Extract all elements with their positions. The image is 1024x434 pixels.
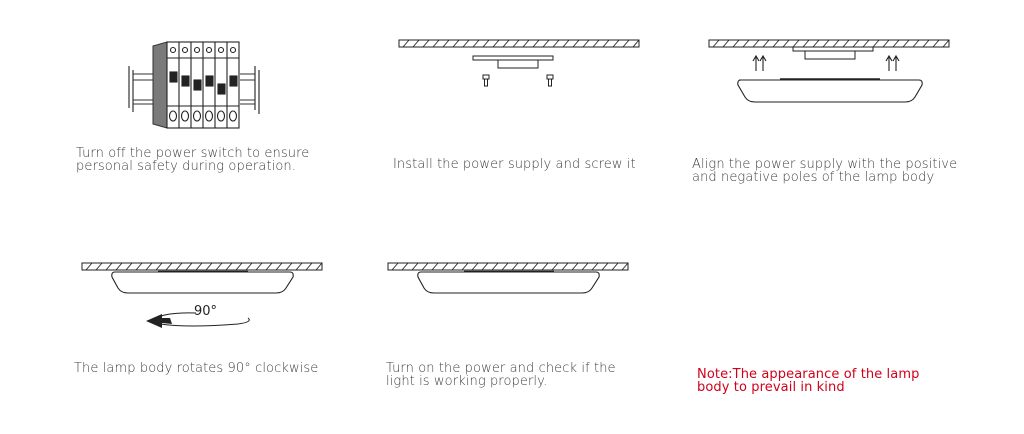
step-1-caption-line-1: Turn off the power switch to ensure [76, 146, 310, 161]
step-3-caption-line-1: Align the power supply with the positive [692, 157, 958, 172]
note-line-2: body to prevail in kind [697, 380, 845, 395]
appearance-note: Note:The appearance of the lamp body to … [697, 368, 919, 394]
step-2-caption-line-1: Install the power supply and screw it [393, 157, 636, 172]
step-3-caption: Align the power supply with the positive… [692, 158, 957, 184]
step-1-caption-line-2: personal safety during operation. [76, 159, 296, 174]
rotation-angle-label: 90° [194, 304, 218, 319]
align-lamp-icon [708, 39, 950, 103]
step-3-caption-line-2: and negative poles of the lamp body [692, 170, 935, 185]
step-5-caption-line-1: Turn on the power and check if the [386, 361, 616, 376]
note-line-1: Note:The appearance of the lamp [697, 367, 920, 382]
rotate-lamp-icon [81, 262, 323, 328]
step-2-caption: Install the power supply and screw it [393, 158, 636, 171]
step-5-caption-line-2: light is working properly. [386, 374, 548, 389]
step-4-caption: The lamp body rotates 90° clockwise [74, 362, 318, 375]
step-5-caption: Turn on the power and check if the light… [386, 362, 616, 388]
installed-lamp-icon [387, 262, 629, 294]
step-4-caption-line-1: The lamp body rotates 90° clockwise [74, 361, 319, 376]
mount-plate-icon [398, 39, 640, 87]
breaker-icon [128, 41, 260, 129]
step-1-caption: Turn off the power switch to ensure pers… [76, 147, 309, 173]
